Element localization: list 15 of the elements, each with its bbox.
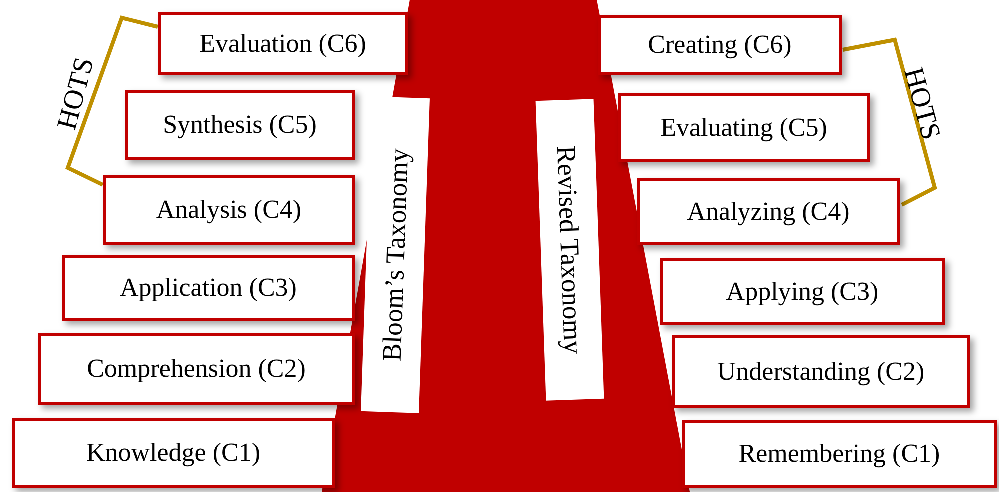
level-box: Application (C3) (62, 255, 355, 321)
bracket-label: HOTS (54, 55, 100, 133)
level-box: Creating (C6) (598, 15, 842, 75)
level-box: Evaluation (C6) (158, 12, 408, 75)
level-box: Synthesis (C5) (125, 90, 355, 160)
level-box: Analysis (C4) (103, 175, 355, 245)
level-box: Evaluating (C5) (618, 93, 870, 162)
bracket-label: HOTS (898, 65, 945, 143)
title-label: Bloom’s Taxonomy (361, 96, 430, 414)
level-box: Understanding (C2) (672, 335, 970, 408)
level-box: Comprehension (C2) (38, 333, 355, 405)
level-box: Applying (C3) (660, 258, 945, 325)
level-box: Remembering (C1) (682, 420, 997, 488)
level-box: Analyzing (C4) (637, 178, 900, 245)
level-box: Knowledge (C1) (12, 418, 335, 488)
